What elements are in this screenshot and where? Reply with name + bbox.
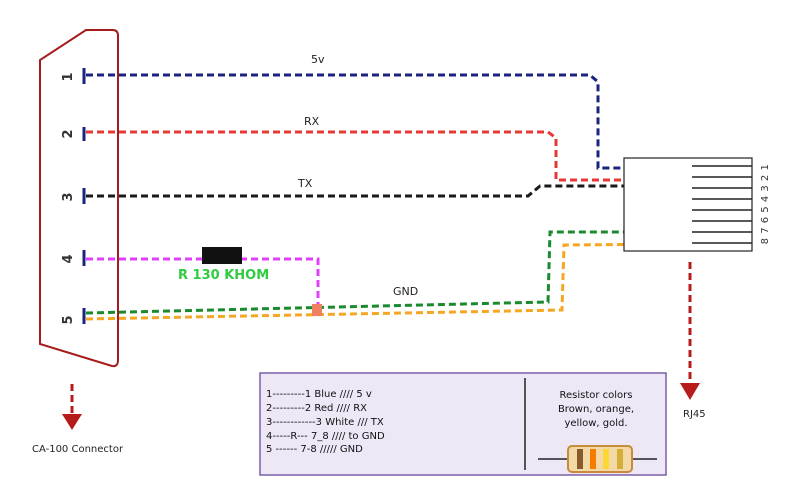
resistor-band-brown [577, 449, 583, 469]
rj45-label: RJ45 [683, 409, 706, 420]
resistor-band-orange [590, 449, 596, 469]
pin-number-5: 5 [61, 315, 76, 324]
legend-line-2: 2---------2 Red //// RX [266, 403, 367, 414]
legend-lines: 1---------1 Blue //// 5 v 2---------2 Re… [266, 389, 385, 455]
legend-line-3: 3------------3 White /// TX [266, 417, 384, 428]
connector-pin-numbers: 1 2 3 4 5 [61, 72, 76, 324]
pin-number-3: 3 [61, 192, 76, 201]
wire-5v-blue [86, 73, 690, 170]
wire-tx-black [86, 184, 692, 198]
pin-number-4: 4 [61, 254, 76, 263]
resistor-label: R 130 KHOM [178, 268, 269, 283]
pin-number-2: 2 [61, 129, 76, 138]
resistor-colors-line-3: yellow, gold. [564, 418, 627, 429]
rj45-contacts [692, 165, 752, 244]
resistor-illustration-body [567, 445, 633, 473]
wire-label-gnd: GND [393, 285, 418, 298]
wire-pin4-magenta [86, 257, 320, 306]
ca100-label: CA-100 Connector [32, 444, 124, 455]
rj45-pin-numbers: 8 7 6 5 4 3 2 1 [760, 164, 771, 245]
wire-label-rx: RX [304, 115, 320, 128]
legend-line-5: 5 ------ 7-8 ///// GND [266, 444, 363, 455]
resistor-band-yellow [603, 449, 609, 469]
resistor-colors-line-1: Resistor colors [559, 390, 632, 401]
resistor-colors-title: Resistor colors Brown, orange, yellow, g… [558, 390, 634, 429]
legend-line-4: 4-----R--- 7_8 //// to GND [266, 431, 385, 442]
rj45-body [623, 157, 753, 252]
wire-label-5v: 5v [311, 53, 325, 66]
ca100-arrow-head [62, 414, 82, 430]
wire-label-tx: TX [297, 177, 313, 190]
rj45-arrow-head [680, 383, 700, 400]
pin-number-1: 1 [61, 72, 76, 81]
ca100-connector-outline [39, 29, 119, 368]
resistor-body [202, 247, 242, 264]
resistor-band-gold [617, 449, 623, 469]
wire-rx-red [86, 130, 692, 182]
legend-line-1: 1---------1 Blue //// 5 v [266, 389, 372, 400]
resistor-colors-line-2: Brown, orange, [558, 404, 634, 415]
junction-block [312, 304, 322, 316]
